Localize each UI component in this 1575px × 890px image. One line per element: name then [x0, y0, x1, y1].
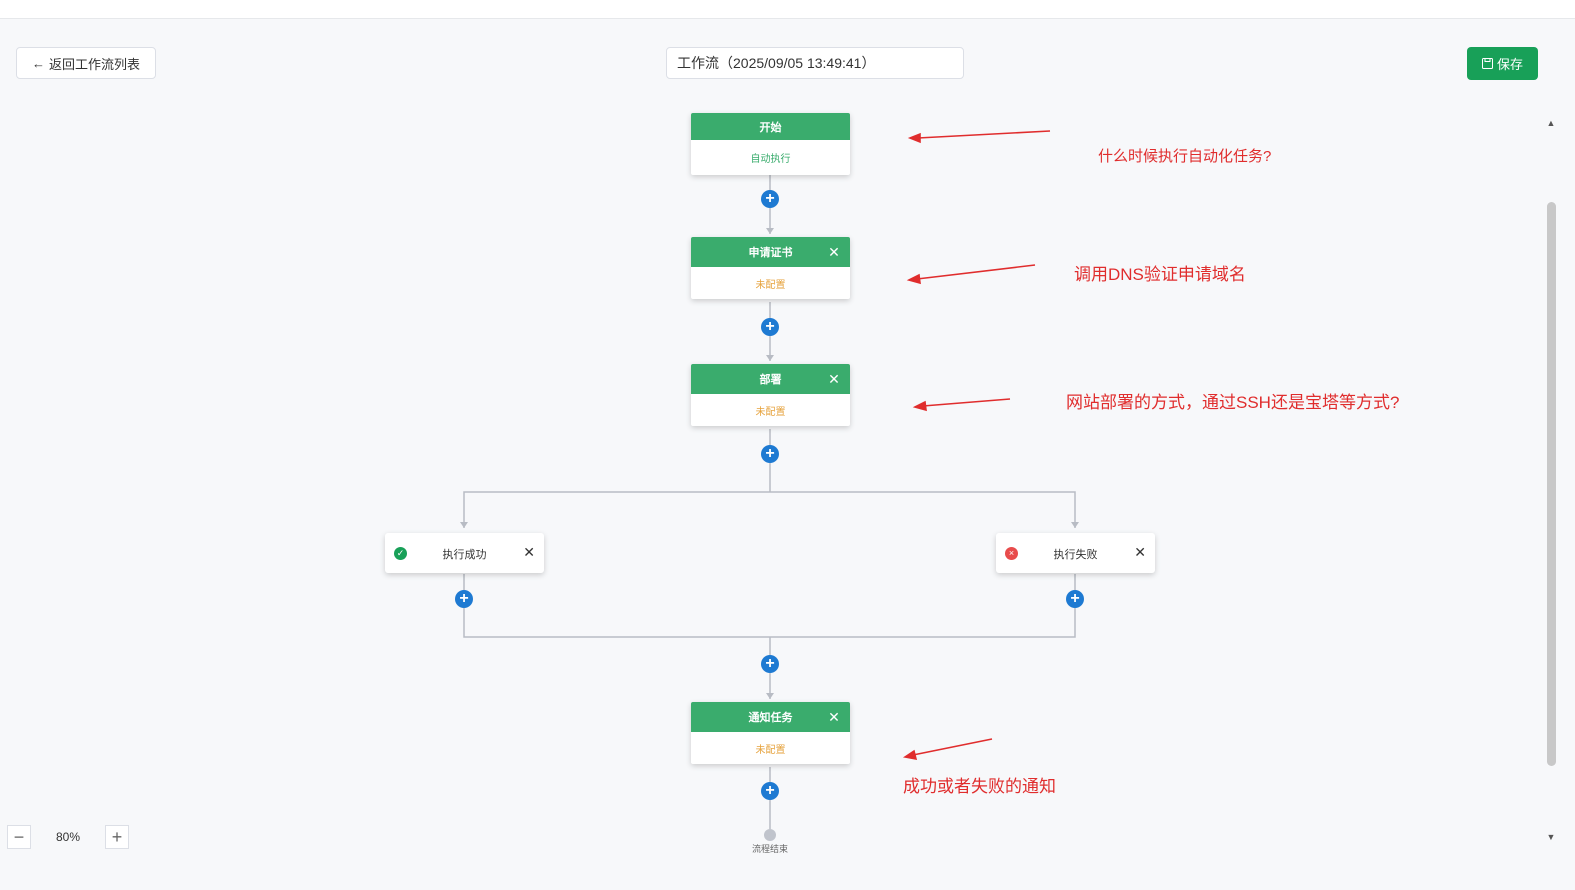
workflow-title-input[interactable]: 工作流（2025/09/05 13:49:41） — [666, 47, 964, 79]
add-node-button[interactable]: + — [761, 318, 779, 336]
notify-node-body: 未配置 — [691, 732, 850, 764]
back-to-list-button[interactable]: ← 返回工作流列表 — [16, 47, 156, 79]
deploy-node-header: 部署 ✕ — [691, 364, 850, 394]
fail-branch-node[interactable]: × 执行失败 ✕ — [996, 533, 1155, 573]
add-node-button[interactable]: + — [455, 590, 473, 608]
zoom-out-button[interactable]: − — [7, 825, 31, 849]
deploy-annotation: 网站部署的方式，通过SSH还是宝塔等方式? — [1066, 393, 1400, 412]
add-node-button[interactable]: + — [761, 445, 779, 463]
close-icon[interactable]: ✕ — [523, 544, 535, 560]
zoom-in-button[interactable]: + — [105, 825, 129, 849]
add-node-button[interactable]: + — [1066, 590, 1084, 608]
flow-end-label: 流程结束 — [751, 844, 788, 854]
scroll-down-arrow-icon[interactable]: ▼ — [1546, 832, 1556, 842]
apply-cert-node-body: 未配置 — [691, 267, 850, 299]
back-button-label: 返回工作流列表 — [48, 56, 140, 72]
apply-cert-node[interactable]: 申请证书 ✕ 未配置 — [691, 237, 850, 299]
deploy-node-status: 未配置 — [755, 406, 786, 418]
start-node-title: 开始 — [759, 121, 782, 134]
add-node-button[interactable]: + — [761, 782, 779, 800]
apply-cert-node-status: 未配置 — [755, 279, 786, 291]
apply-cert-node-title: 申请证书 — [748, 247, 793, 259]
add-node-button[interactable]: + — [761, 655, 779, 673]
save-icon — [1481, 58, 1493, 69]
deploy-node[interactable]: 部署 ✕ 未配置 — [691, 364, 850, 426]
cert-annotation: 调用DNS验证申请域名 — [1074, 265, 1246, 284]
save-button[interactable]: 保存 — [1467, 47, 1538, 80]
zoom-level: 80% — [55, 830, 81, 844]
close-icon[interactable]: ✕ — [828, 244, 840, 260]
notify-node[interactable]: 通知任务 ✕ 未配置 — [691, 702, 850, 764]
apply-cert-node-header: 申请证书 ✕ — [691, 237, 850, 267]
start-node-header: 开始 — [691, 113, 850, 140]
check-circle-icon: ✓ — [394, 547, 407, 560]
scroll-up-arrow-icon[interactable]: ▲ — [1546, 118, 1556, 128]
fail-branch-title: 执行失败 — [1053, 549, 1098, 561]
start-annotation: 什么时候执行自动化任务? — [1098, 148, 1272, 165]
start-node-body: 自动执行 — [691, 140, 850, 175]
save-button-label: 保存 — [1496, 57, 1523, 72]
error-circle-icon: × — [1005, 547, 1018, 560]
close-icon[interactable]: ✕ — [828, 709, 840, 725]
arrow-left-icon: ← — [31, 55, 45, 71]
success-branch-title: 执行成功 — [442, 549, 487, 561]
notify-annotation: 成功或者失败的通知 — [903, 777, 1056, 796]
flow-end-dot — [764, 829, 776, 841]
close-icon[interactable]: ✕ — [828, 371, 840, 387]
add-node-button[interactable]: + — [761, 190, 779, 208]
close-icon[interactable]: ✕ — [1134, 544, 1146, 560]
deploy-node-body: 未配置 — [691, 394, 850, 426]
notify-node-header: 通知任务 ✕ — [691, 702, 850, 732]
vertical-scrollbar-thumb[interactable] — [1547, 202, 1556, 766]
top-bar — [0, 0, 1575, 19]
notify-node-status: 未配置 — [755, 744, 786, 756]
workflow-title-text: 工作流（2025/09/05 13:49:41） — [677, 55, 876, 71]
success-branch-node[interactable]: ✓ 执行成功 ✕ — [385, 533, 544, 573]
start-node[interactable]: 开始 自动执行 — [691, 113, 850, 175]
deploy-node-title: 部署 — [759, 374, 782, 386]
start-node-status: 自动执行 — [750, 154, 791, 165]
notify-node-title: 通知任务 — [748, 712, 793, 724]
